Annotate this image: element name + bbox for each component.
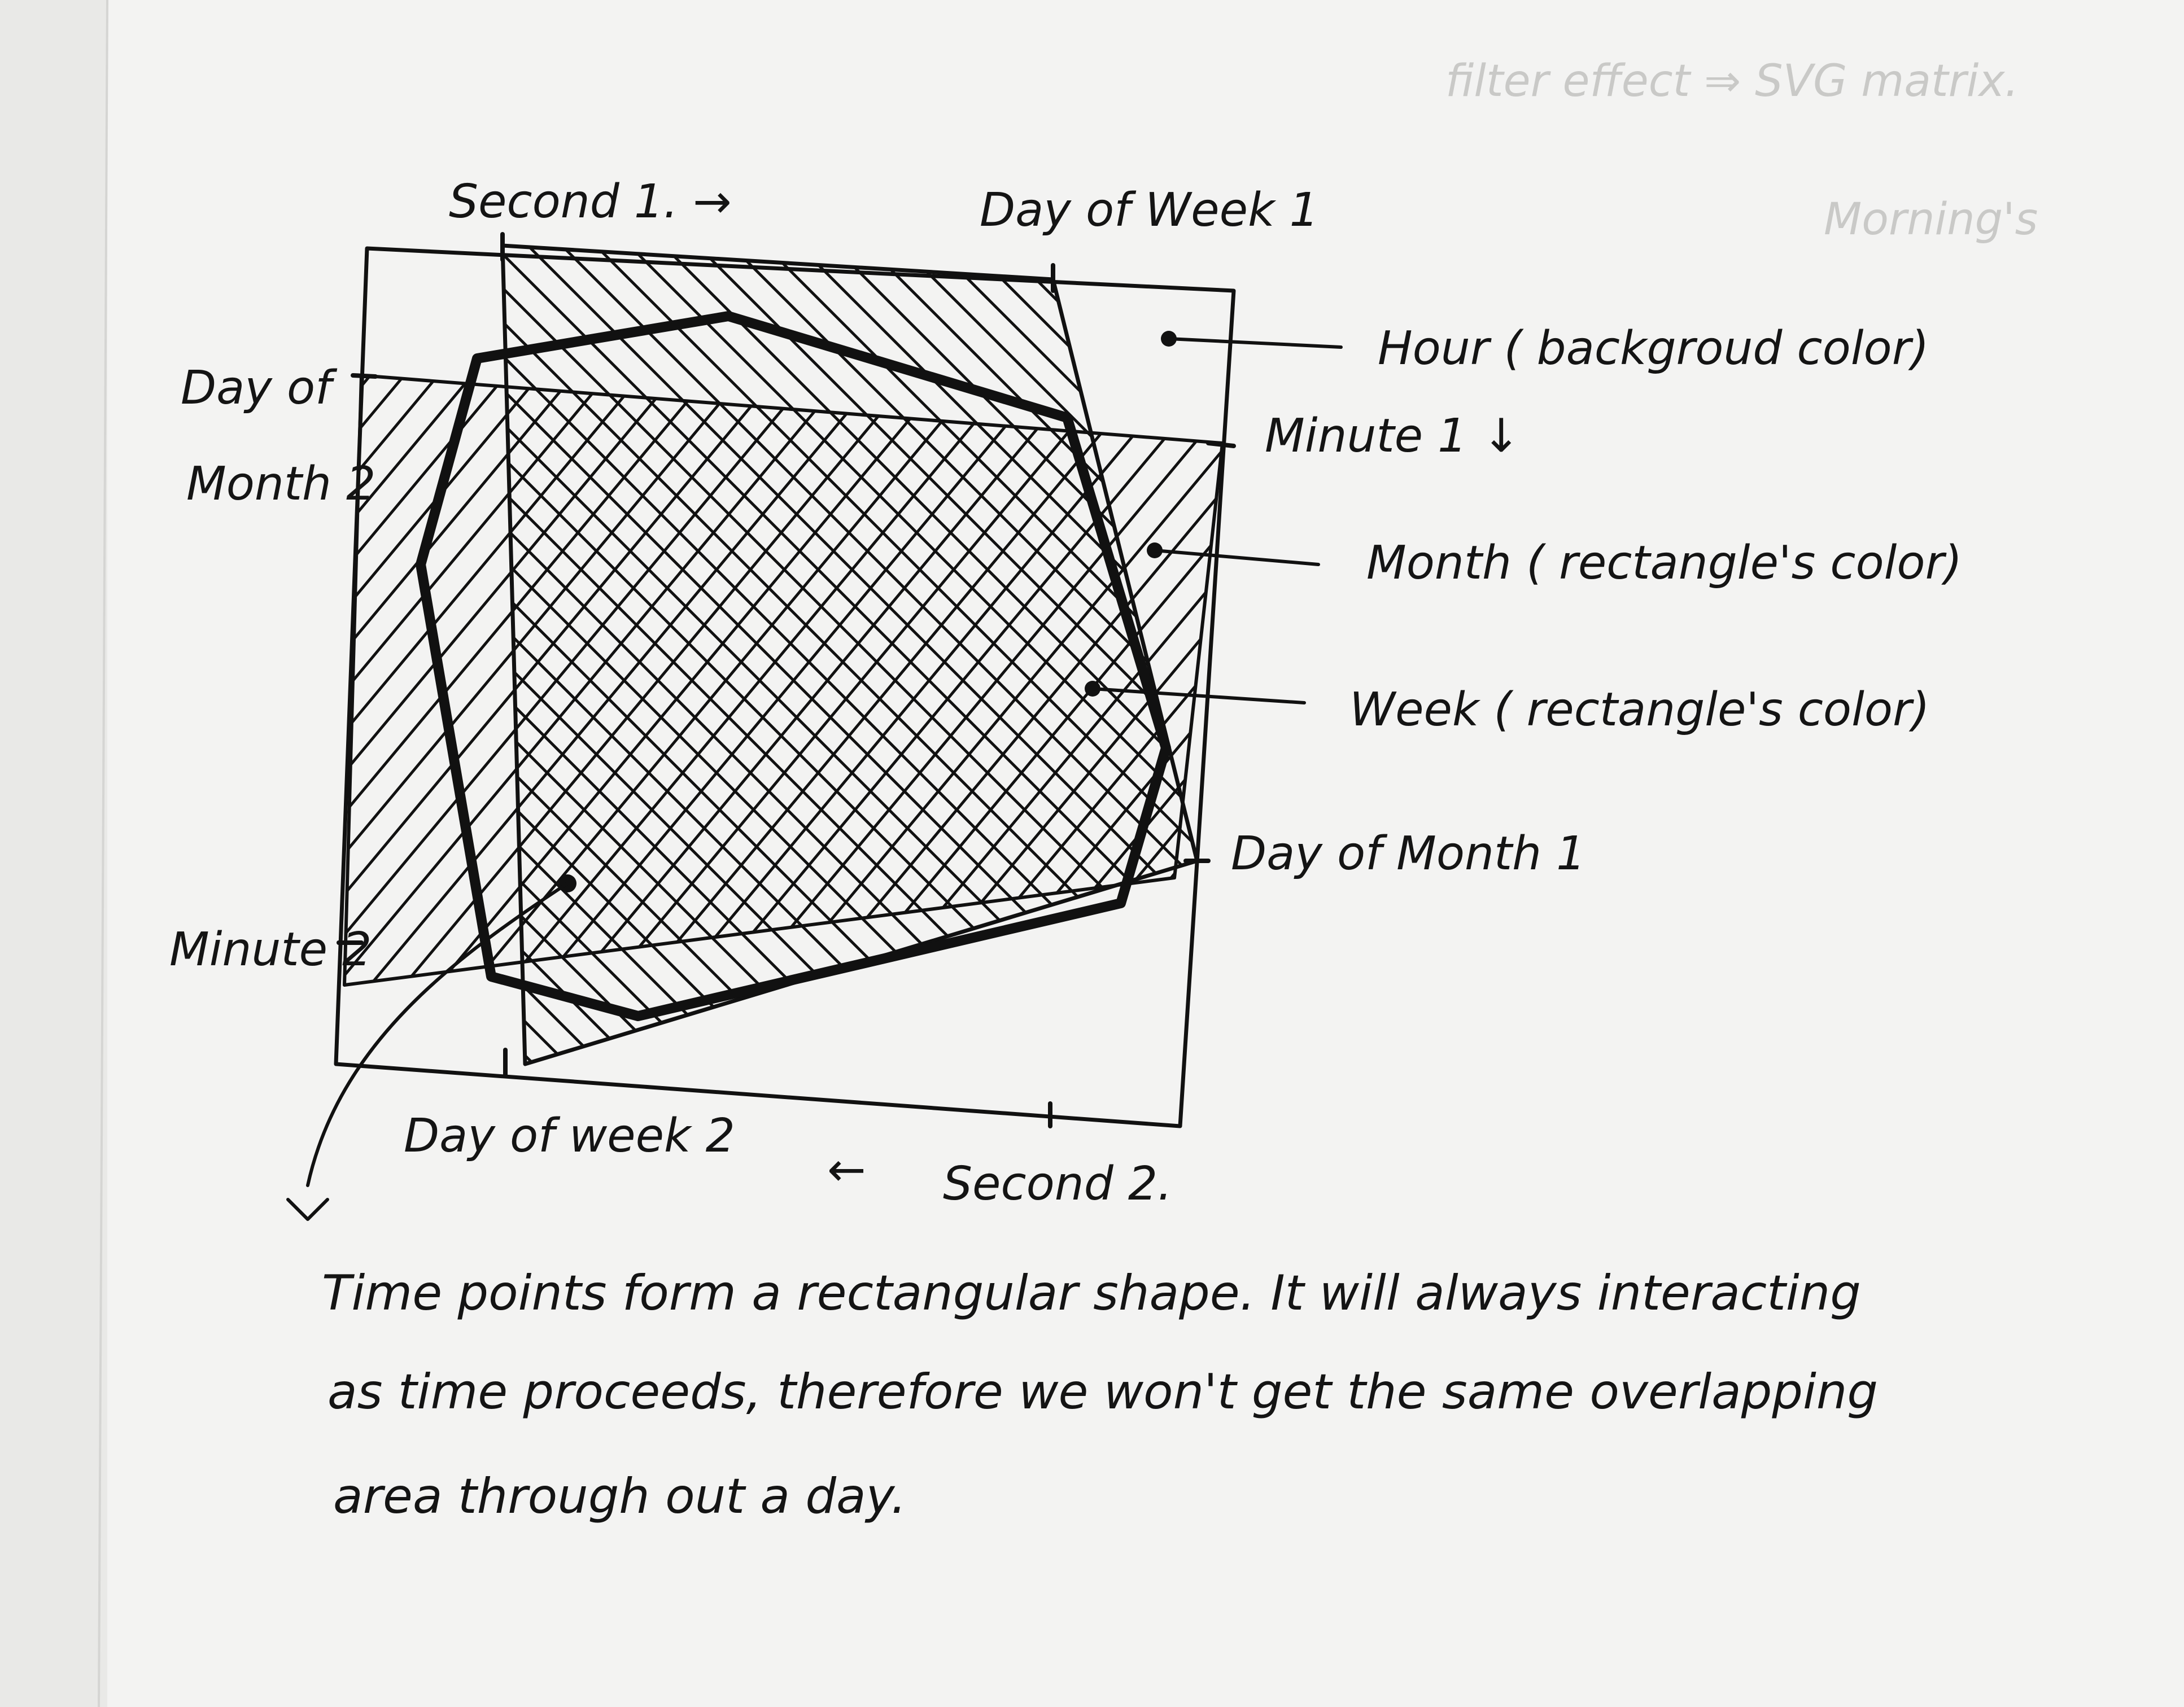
hatch-line [744, 375, 1222, 985]
hatch-line [372, 375, 1221, 985]
hatch-line [643, 375, 1222, 985]
label-second-2: Second 2. [943, 1157, 1172, 1211]
hatch-line [473, 375, 1222, 985]
hatch-line [503, 246, 1197, 1064]
hatch-line [722, 246, 1197, 1064]
hour-background-square [334, 246, 1236, 1128]
hatch-line [503, 246, 758, 1064]
hatch-line [344, 375, 1119, 985]
hatch-line [344, 375, 1187, 985]
hatch-line [586, 246, 1197, 1064]
page-binding-edge [0, 0, 107, 1707]
hatch-line [344, 375, 814, 985]
hatch-line [344, 375, 882, 985]
hatch-line [439, 375, 1222, 985]
label-minute-1: Minute 1 ↓ [1265, 409, 1521, 463]
label-day-of-week-1: Day of Week 1 [980, 183, 1319, 237]
hatch-line [503, 246, 961, 1064]
label-month: Month ( rectangle's color) [1366, 536, 1962, 590]
hatch-line [503, 246, 724, 1064]
label-day-of-month-2: Month 2 [186, 457, 375, 511]
note-line: area through out a day. [333, 1468, 906, 1525]
hatch-line [755, 246, 1197, 1064]
hatch-line [503, 246, 1197, 1064]
hatch-line [344, 375, 780, 985]
hatch-line [823, 246, 1197, 1064]
hatch-line [552, 246, 1197, 1064]
hatch-line [789, 246, 1197, 1064]
time-points-pointer [286, 874, 576, 1221]
hatch-line [857, 246, 1197, 1064]
hatch-line [344, 375, 848, 985]
hatch-line [344, 375, 916, 985]
label-minute-2: Minute 2 [169, 923, 372, 977]
hatch-line [503, 246, 1197, 1064]
hatch-line [344, 375, 950, 985]
hatch-line [518, 246, 1197, 1064]
second-2-arrow: ← [827, 1143, 866, 1197]
hatch-line [344, 375, 1017, 985]
hatch-line [507, 375, 1222, 985]
faint-note: Morning's [1824, 194, 2038, 245]
hatch-line [344, 375, 1085, 985]
hatch-line [688, 246, 1197, 1064]
hatch-line [503, 246, 995, 1064]
note-line: Time points form a rectangular shape. It… [322, 1265, 1861, 1321]
overlap-area-outline [416, 311, 1171, 1021]
hatch-line [676, 375, 1222, 985]
label-day-of-month-2: Day of [181, 361, 338, 415]
hatch-line [609, 375, 1222, 985]
hatch-line [575, 375, 1222, 985]
hatch-line [503, 246, 1197, 1064]
hatch-line [344, 375, 1153, 985]
label-second-1: Second 1. → [449, 175, 732, 229]
hatch-line [710, 375, 1222, 985]
label-hour: Hour ( backgroud color) [1378, 322, 1929, 375]
label-day-of-week-2: Day of week 2 [404, 1109, 735, 1163]
hour-pointer [1161, 331, 1343, 349]
month-pointer [1147, 542, 1320, 566]
hatch-line [405, 375, 1222, 985]
hatch-line [541, 375, 1222, 985]
note-line: as time proceeds, therefore we won't get… [327, 1364, 1878, 1420]
week-rectangle-hatching [344, 375, 1222, 985]
faint-note: filter effect ⇒ SVG matrix. [1445, 56, 2019, 107]
week-rectangle [343, 374, 1224, 987]
time-point-ticks [337, 232, 1236, 1128]
hatch-line [344, 375, 1051, 985]
label-week: Week ( rectangle's color) [1349, 683, 1930, 737]
hatch-line [503, 246, 927, 1064]
page-edge-line [98, 0, 108, 1707]
hatch-line [344, 375, 984, 985]
hatch-line [891, 246, 1197, 1064]
week-pointer [1085, 681, 1306, 704]
label-day-of-month-1: Day of Month 1 [1231, 827, 1585, 881]
